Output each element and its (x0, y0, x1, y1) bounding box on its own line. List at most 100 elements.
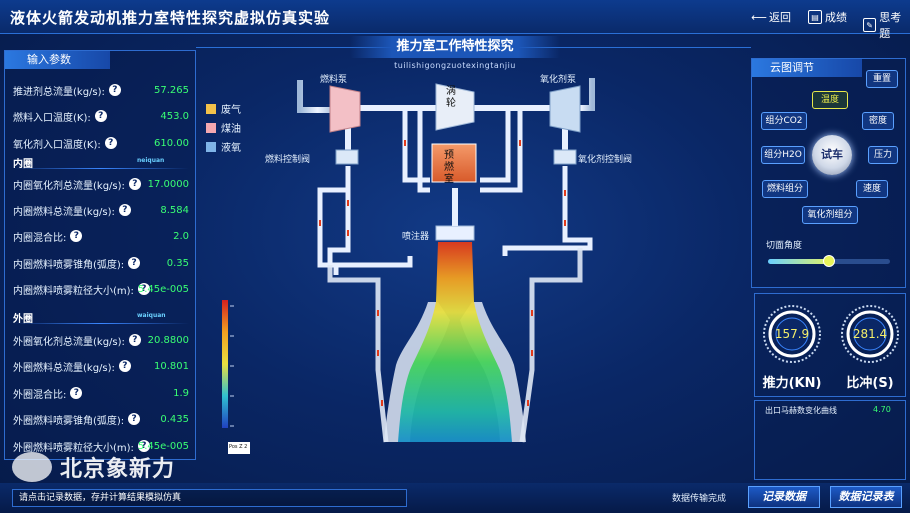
legend-item-exhaust: 废气 (206, 99, 241, 118)
slider-fill (768, 259, 829, 264)
h2o-component-button[interactable]: 组分H2O (761, 146, 805, 164)
help-icon[interactable]: ? (94, 110, 107, 122)
param-label: 外圈燃料喷雾粒径大小(m): (13, 442, 134, 454)
help-icon[interactable]: ? (108, 84, 121, 96)
slider-thumb[interactable] (823, 255, 835, 267)
app-title: 液体火箭发动机推力室特性探究虚拟仿真实验 (10, 9, 331, 27)
param-row: 外圈氧化剂总流量(kg/s): ? 20.8800 (13, 332, 193, 348)
section-divider (13, 323, 189, 324)
section-subtitle: tuilishigongzuotexingtanjiu (394, 61, 516, 70)
pressure-button[interactable]: 压力 (868, 146, 898, 164)
param-row: 外圈燃料喷雾粒径大小(m): ? 5.45e-005 (13, 438, 193, 454)
param-row: 燃料入口温度(K): ? 453.0 (13, 108, 193, 124)
input-params-panel: 输入参数 推进剂总流量(kg/s): ? 57.265 燃料入口温度(K): ?… (4, 50, 196, 460)
param-row: 推进剂总流量(kg/s): ? 57.265 (13, 82, 193, 98)
thrust-label: 推力(KN) (762, 376, 822, 391)
param-row: 内圈燃料喷雾锥角(弧度): ? 0.35 (13, 255, 193, 271)
help-icon[interactable]: ? (118, 204, 131, 216)
param-value[interactable]: 8.584 (160, 204, 189, 216)
thrust-value: 157.9 (774, 327, 810, 341)
isp-label: 比冲(S) (846, 376, 894, 391)
legend-item-lox: 液氧 (206, 137, 241, 156)
oxidizer-pump (549, 85, 581, 133)
param-label: 内圈燃料喷雾粒径大小(m): (13, 285, 134, 297)
param-value[interactable]: 0.435 (160, 413, 189, 425)
legend-label: 煤油 (221, 124, 241, 135)
back-arrow-icon: ⟵ (751, 10, 767, 24)
isp-value: 281.4 (852, 327, 888, 341)
param-label: 内圈氧化剂总流量(kg/s): (13, 180, 125, 192)
param-label: 外圈燃料总流量(kg/s): (13, 362, 115, 374)
fuel-component-button[interactable]: 燃料组分 (762, 180, 808, 198)
help-icon[interactable]: ? (118, 360, 131, 372)
top-bar: 液体火箭发动机推力室特性探究虚拟仿真实验 ⟵ 返回 ▤ 成绩 ✎ 思考题 (0, 0, 910, 40)
param-value[interactable]: 610.00 (154, 137, 189, 149)
turbine (435, 83, 475, 131)
colorbar (222, 300, 250, 454)
help-icon[interactable]: ? (137, 440, 150, 452)
help-icon[interactable]: ? (128, 334, 141, 346)
param-label: 内圈燃料喷雾锥角(弧度): (13, 259, 125, 271)
param-label: 推进剂总流量(kg/s): (13, 86, 105, 98)
slice-angle-label: 切面角度 (766, 241, 803, 251)
oxidizer-component-button[interactable]: 氧化剂组分 (802, 206, 858, 224)
oxidizer-control-valve (553, 149, 577, 165)
preburner (431, 143, 477, 183)
param-value[interactable]: 2.0 (173, 230, 189, 242)
param-label: 氧化剂入口温度(K): (13, 139, 101, 151)
density-button[interactable]: 密度 (862, 112, 894, 130)
param-value[interactable]: 0.35 (166, 257, 189, 269)
outer-ring-subheading: waiquan (137, 312, 166, 319)
brand-watermark: 北京象新力 (12, 451, 175, 483)
outer-ring-heading: 外圈 (13, 314, 33, 325)
exam-button[interactable]: ✎ 思考题 (863, 9, 910, 41)
param-value[interactable]: 57.265 (154, 84, 189, 96)
score-icon: ▤ (808, 10, 822, 24)
slice-angle-slider[interactable] (768, 255, 890, 267)
param-row: 外圈混合比: ? 1.9 (13, 385, 193, 401)
param-row: 内圈混合比: ? 2.0 (13, 228, 193, 244)
legend-item-kerosene: 煤油 (206, 118, 241, 137)
param-value[interactable]: 10.801 (154, 360, 189, 372)
param-value[interactable]: 5.45e-005 (137, 440, 189, 452)
exit-mach-label: 出口马赫数变化曲线 (765, 406, 837, 415)
temperature-button[interactable]: 温度 (812, 91, 848, 109)
param-value[interactable]: 5.45e-005 (137, 283, 189, 295)
back-button[interactable]: ⟵ 返回 (751, 9, 791, 25)
param-value[interactable]: 20.8800 (147, 334, 189, 346)
back-label: 返回 (769, 11, 791, 24)
exam-label: 思考题 (879, 11, 902, 40)
prompt-bar: 请点击记录数据，存并计算结果模拟仿真 (12, 489, 407, 507)
param-value[interactable]: 17.0000 (147, 178, 189, 190)
test-run-button[interactable]: 试车 (812, 135, 852, 175)
help-icon[interactable]: ? (104, 137, 117, 149)
injector-label: 喷注器 (402, 232, 430, 242)
help-icon[interactable]: ? (128, 257, 141, 269)
legend-label: 液氧 (221, 143, 241, 154)
reset-button[interactable]: 重置 (866, 70, 898, 88)
help-icon[interactable]: ? (70, 387, 83, 399)
record-data-button[interactable]: 记录数据 (748, 486, 820, 508)
param-label: 燃料入口温度(K): (13, 112, 91, 124)
param-row: 内圈氧化剂总流量(kg/s): ? 17.0000 (13, 176, 193, 192)
engine-diagram (297, 78, 595, 443)
section-divider (13, 168, 189, 169)
data-table-button[interactable]: 数据记录表 (830, 486, 902, 508)
param-value[interactable]: 1.9 (173, 387, 189, 399)
help-icon[interactable]: ? (128, 413, 141, 425)
param-value[interactable]: 453.0 (160, 110, 189, 122)
colorbar-label: Pos Z 2 (229, 444, 248, 450)
param-label: 内圈混合比: (13, 232, 67, 244)
help-icon[interactable]: ? (70, 230, 83, 242)
exit-mach-panel: 出口马赫数变化曲线 4.70 (754, 400, 906, 480)
param-label: 外圈燃料喷雾锥角(弧度): (13, 415, 125, 427)
speed-button[interactable]: 速度 (856, 180, 888, 198)
transfer-status: 数据传输完成 (672, 494, 727, 504)
fluid-legend: 废气 煤油 液氧 (206, 99, 241, 156)
score-button[interactable]: ▤ 成绩 (808, 9, 847, 25)
help-icon[interactable]: ? (137, 283, 150, 295)
help-icon[interactable]: ? (128, 178, 141, 190)
co2-component-button[interactable]: 组分CO2 (761, 112, 807, 130)
param-label: 外圈混合比: (13, 389, 67, 401)
param-row: 内圈燃料喷雾粒径大小(m): ? 5.45e-005 (13, 281, 193, 297)
